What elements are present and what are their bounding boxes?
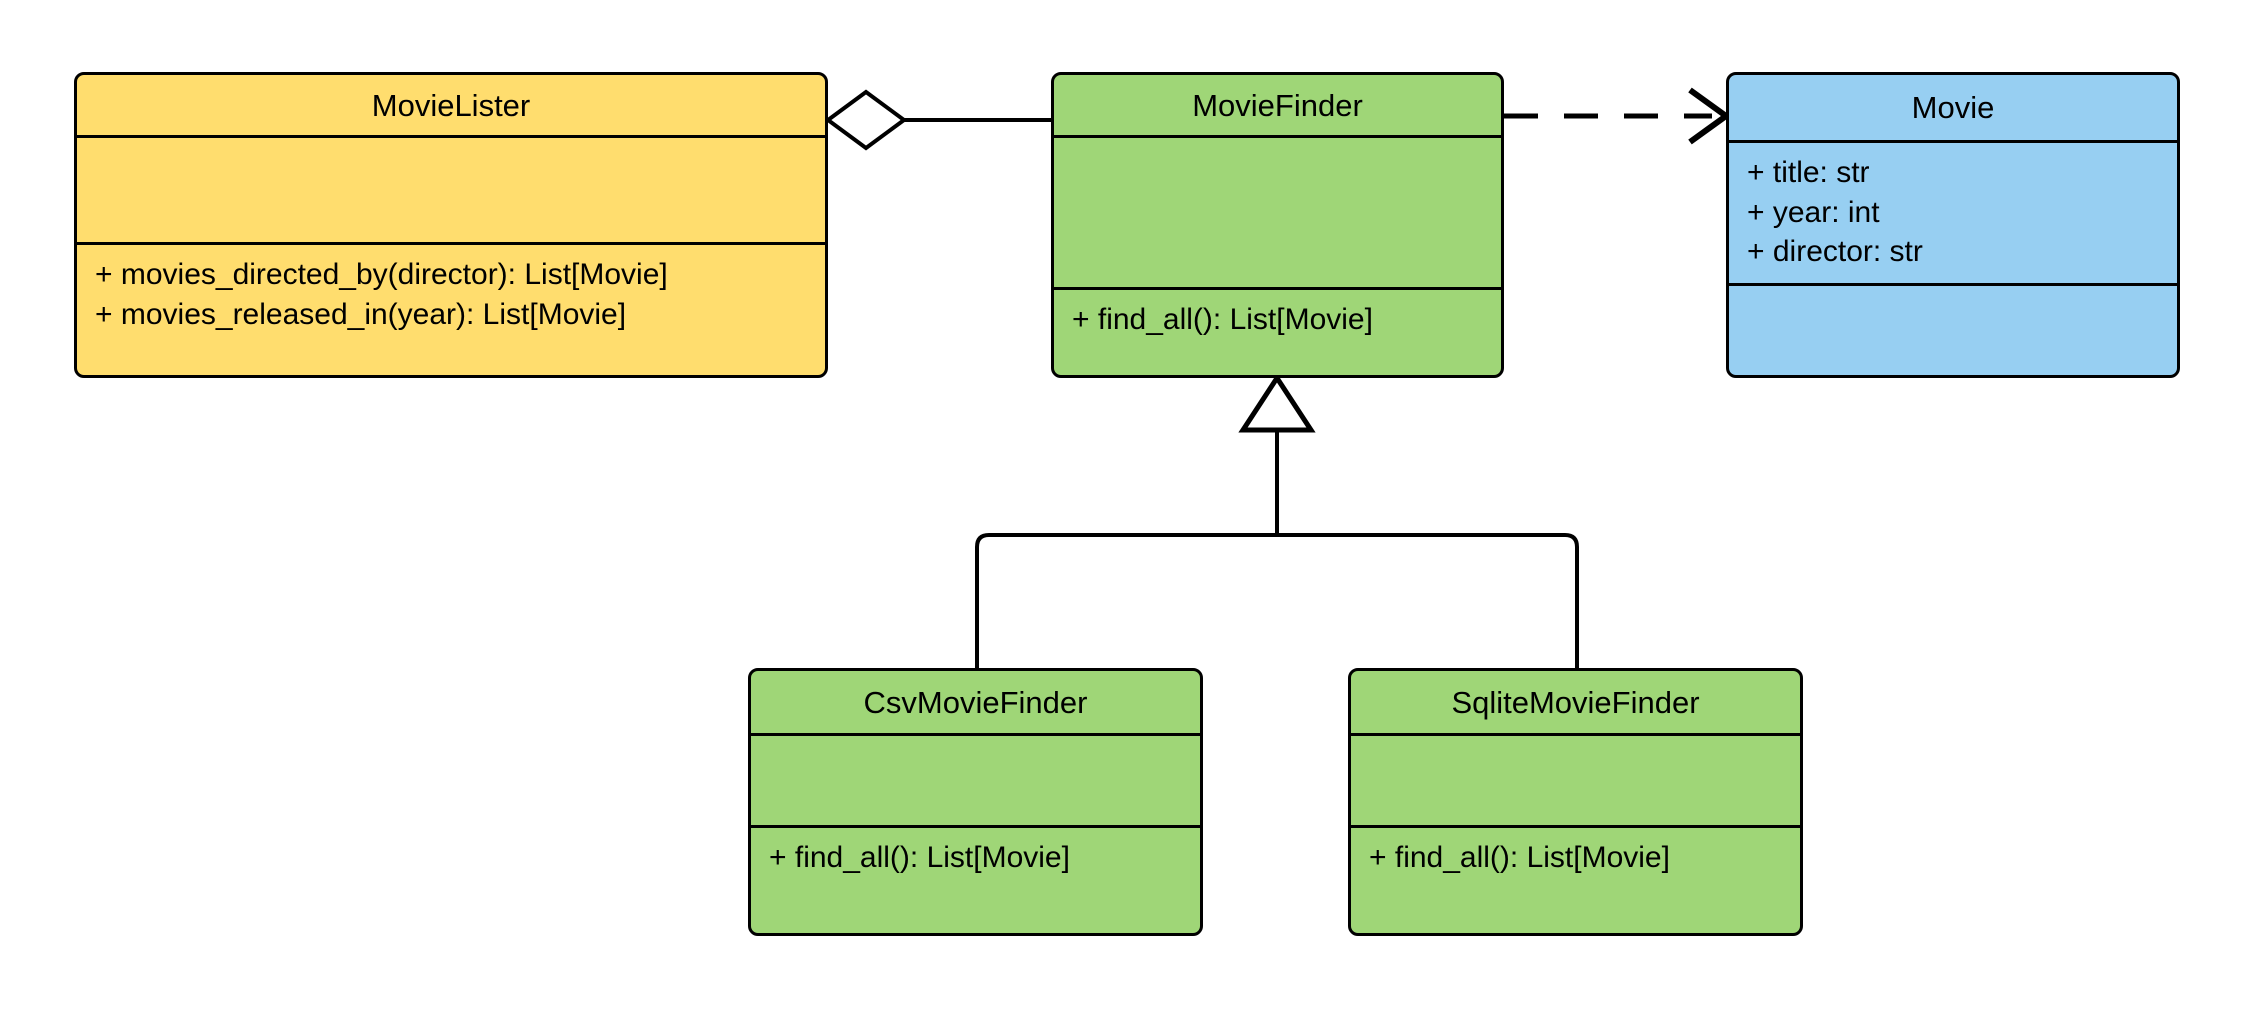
attribute-line: + year: int — [1747, 195, 1880, 229]
uml-class-csv-movie-finder[interactable]: CsvMovieFinder + find_all(): List[Movie] — [748, 668, 1203, 936]
generalization-branch-bar — [975, 533, 1579, 668]
class-name-movie-lister: MovieLister — [371, 87, 531, 123]
methods-compartment-sqlite-movie-finder: + find_all(): List[Movie] — [1351, 825, 1800, 933]
aggregation-lister-finder — [824, 89, 1051, 151]
uml-class-movie-lister[interactable]: MovieLister + movies_directed_by(directo… — [74, 72, 828, 378]
class-name-csv-movie-finder: CsvMovieFinder — [863, 684, 1088, 720]
uml-class-movie-finder[interactable]: MovieFinder + find_all(): List[Movie] — [1051, 72, 1504, 378]
dependency-finder-movie — [1504, 87, 1732, 145]
methods-compartment-csv-movie-finder: + find_all(): List[Movie] — [751, 825, 1200, 933]
hollow-triangle-icon — [1238, 373, 1316, 433]
method-line: + movies_directed_by(director): List[Mov… — [95, 258, 668, 291]
attributes-compartment-movie-lister — [77, 135, 825, 242]
method-line: + movies_released_in(year): List[Movie] — [95, 297, 627, 331]
attributes-compartment-sqlite-movie-finder — [1351, 733, 1800, 825]
class-name-movie-finder: MovieFinder — [1192, 87, 1363, 123]
class-name-sqlite-movie-finder: SqliteMovieFinder — [1451, 684, 1700, 720]
method-line: + find_all(): List[Movie] — [1369, 841, 1670, 874]
uml-class-sqlite-movie-finder[interactable]: SqliteMovieFinder + find_all(): List[Mov… — [1348, 668, 1803, 936]
methods-compartment-movie-finder: + find_all(): List[Movie] — [1054, 287, 1501, 375]
method-line: + find_all(): List[Movie] — [769, 841, 1070, 874]
attributes-compartment-movie: + title: str + year: int + director: str — [1729, 140, 2177, 283]
methods-compartment-movie — [1729, 283, 2177, 375]
class-name-movie: Movie — [1911, 90, 1995, 125]
attributes-compartment-movie-finder — [1054, 135, 1501, 287]
hollow-diamond-icon — [824, 89, 908, 151]
uml-class-movie[interactable]: Movie + title: str + year: int + directo… — [1726, 72, 2180, 378]
attribute-line: + director: str — [1747, 235, 1923, 269]
method-line: + find_all(): List[Movie] — [1072, 303, 1373, 336]
generalization-tree — [975, 373, 1579, 668]
attributes-compartment-csv-movie-finder — [751, 733, 1200, 825]
methods-compartment-movie-lister: + movies_directed_by(director): List[Mov… — [77, 242, 825, 375]
attribute-line: + title: str — [1747, 156, 1870, 189]
